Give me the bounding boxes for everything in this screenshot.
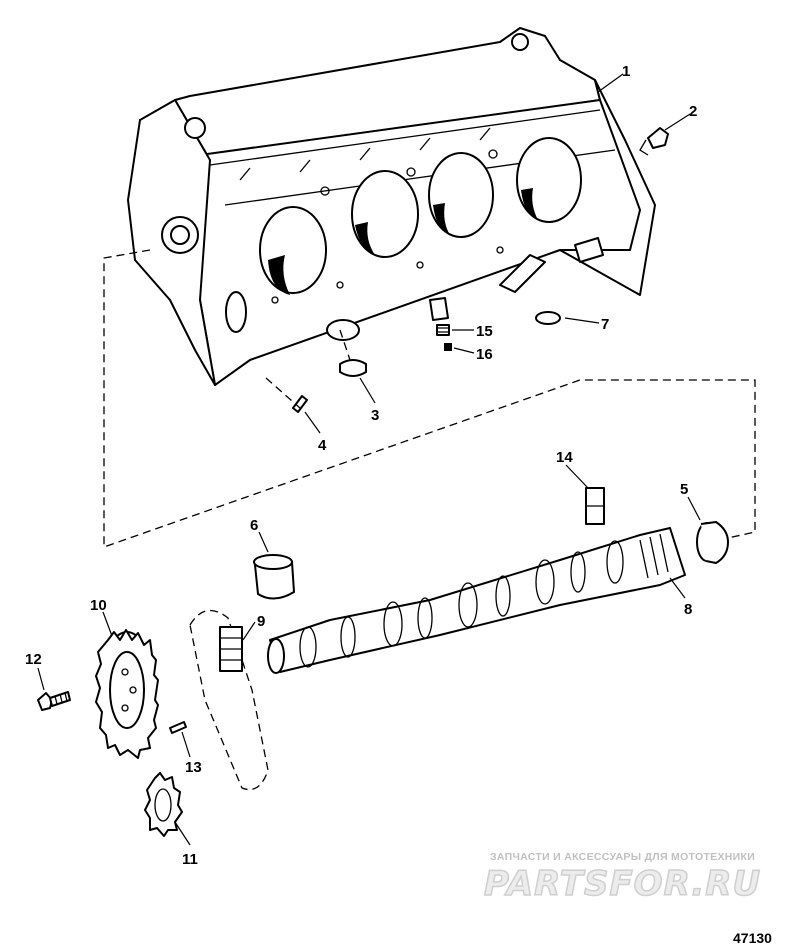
- watermark-tagline: ЗАПЧАСТИ И АКСЕССУАРЫ ДЛЯ МОТОТЕХНИКИ: [490, 851, 756, 863]
- callout-4: 4: [318, 437, 327, 454]
- cam-bearing-part-6: [253, 554, 295, 600]
- callout-9: 9: [257, 613, 265, 630]
- callout-3: 3: [371, 407, 379, 424]
- callout-6: 6: [250, 517, 258, 534]
- callout-5: 5: [680, 481, 688, 498]
- callout-1: 1: [622, 63, 630, 80]
- assembly-lines: [103, 249, 756, 548]
- cam-sprocket: [95, 629, 159, 759]
- callout-12: 12: [25, 651, 42, 668]
- callout-14: 14: [556, 449, 573, 466]
- oil-plug-part-2: [639, 127, 669, 156]
- spring-part-15: [436, 324, 450, 336]
- watermark-logo: PARTSFOR.RU: [483, 863, 762, 905]
- leader-lines: [37, 73, 701, 846]
- dowel-pin-part-13: [169, 721, 187, 734]
- plug-part-7: [535, 311, 561, 325]
- cam-bearing-part-3: [339, 359, 367, 377]
- figure-number: 47130: [733, 930, 772, 946]
- cam-bearing-part-5: [696, 521, 729, 564]
- callout-11: 11: [182, 851, 198, 868]
- timing-chain: [189, 609, 269, 791]
- bolt: [37, 691, 71, 711]
- dowel-pin-part-4: [292, 395, 308, 413]
- thrust-plate-part-14: [585, 487, 605, 525]
- callout-13: 13: [185, 759, 202, 776]
- callout-7: 7: [601, 316, 609, 333]
- callout-2: 2: [689, 103, 697, 120]
- engine-block: [127, 27, 656, 386]
- callout-10: 10: [90, 597, 107, 614]
- plug-part-16: [444, 343, 452, 351]
- callout-15: 15: [476, 323, 493, 340]
- callout-labels: 1 2 3 4 5 6 7 8 9 10 11 12 13 14 15 16: [25, 63, 697, 868]
- callout-16: 16: [476, 346, 493, 363]
- crank-sprocket: [144, 772, 183, 837]
- camshaft: [267, 527, 686, 674]
- callout-8: 8: [684, 601, 692, 618]
